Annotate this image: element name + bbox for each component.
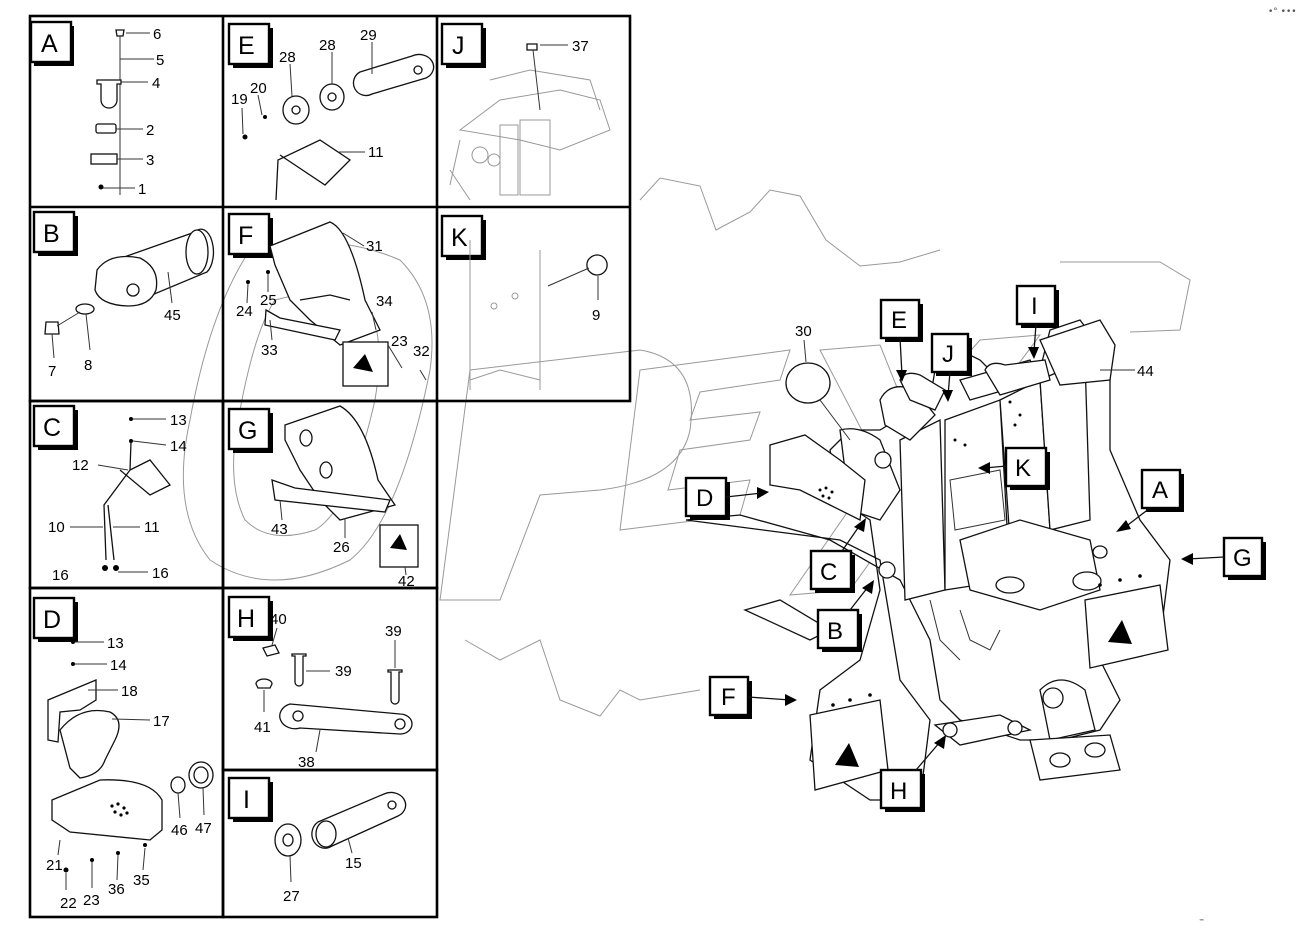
part-16a: 16 (52, 567, 69, 584)
panel-k-label: K (451, 224, 468, 252)
panel-f: F 31 24 25 34 33 23 32 (227, 212, 430, 387)
panel-h-label: H (237, 605, 255, 633)
part-34: 34 (376, 293, 393, 310)
part-45: 45 (164, 307, 181, 324)
panel-a-label: A (41, 30, 58, 58)
callout-a: A (1152, 477, 1168, 504)
callout-h: H (890, 778, 907, 805)
part-38: 38 (298, 754, 315, 771)
part-5: 5 (156, 52, 164, 69)
part-7: 7 (48, 363, 56, 380)
part-26: 26 (333, 539, 350, 556)
part-12: 12 (72, 457, 89, 474)
part-39b: 39 (335, 663, 352, 680)
part-39a: 39 (385, 623, 402, 640)
panel-g-label: G (238, 417, 257, 445)
panel-i-label: I (243, 786, 250, 814)
part-44: 44 (1137, 363, 1154, 380)
part-4: 4 (152, 75, 160, 92)
part-24: 24 (236, 303, 253, 320)
part-18: 18 (121, 683, 138, 700)
part-13: 13 (170, 412, 187, 429)
part-16b: 16 (152, 565, 169, 582)
panel-b: B 45 7 8 (32, 210, 215, 380)
part-9: 9 (592, 307, 600, 324)
panel-i: I 15 27 (227, 776, 407, 905)
part-27: 27 (283, 888, 300, 905)
panel-b-label: B (43, 220, 60, 248)
part-2: 2 (146, 122, 154, 139)
callout-j: J (942, 341, 954, 368)
part-10: 10 (48, 519, 65, 536)
panel-c: C 13 14 12 10 11 16 16 (32, 404, 187, 584)
part-14: 14 (110, 657, 127, 674)
panel-j: J 37 (440, 22, 611, 201)
part-20: 20 (250, 80, 267, 97)
panel-k: K 9 (440, 214, 608, 390)
part-6: 6 (153, 26, 161, 43)
panel-j-label: J (452, 32, 465, 60)
panel-g: G 43 26 42 (227, 405, 419, 590)
part-23: 23 (391, 333, 408, 350)
part-15: 15 (345, 855, 362, 872)
corner-mark: •° ••• (1268, 7, 1297, 17)
part-17: 17 (153, 713, 170, 730)
part-31: 31 (366, 238, 383, 255)
part-22: 22 (60, 895, 77, 912)
part-47: 47 (195, 820, 212, 837)
part-36: 36 (108, 881, 125, 898)
callout-b: B (827, 618, 843, 645)
panel-f-label: F (238, 222, 253, 250)
callout-g: G (1233, 545, 1252, 572)
callout-d: D (696, 485, 713, 512)
part-43: 43 (271, 521, 288, 538)
callout-e: E (891, 307, 907, 334)
callout-c: C (820, 559, 837, 586)
panel-h: H 40 39 39 41 38 (227, 595, 413, 771)
part-1: 1 (138, 181, 146, 198)
part-23: 23 (83, 892, 100, 909)
panel-d: D 13 14 18 17 46 47 21 22 (32, 596, 214, 912)
main-assembly: 30 44 (685, 319, 1171, 801)
part-3: 3 (146, 152, 154, 169)
part-28b: 28 (279, 49, 296, 66)
part-46: 46 (171, 822, 188, 839)
part-13: 13 (107, 635, 124, 652)
part-14: 14 (170, 438, 187, 455)
panel-e-label: E (238, 32, 255, 60)
callout-i: I (1031, 293, 1038, 320)
panel-c-label: C (43, 414, 61, 442)
main-callouts: E I J K D C B (684, 284, 1266, 812)
part-41: 41 (254, 719, 271, 736)
panel-frames (28, 14, 632, 919)
part-19: 19 (231, 91, 248, 108)
part-40: 40 (270, 611, 287, 628)
part-42: 42 (398, 573, 415, 590)
panel-e: E 29 28 28 20 19 11 (227, 22, 435, 201)
part-11: 11 (368, 144, 384, 161)
callout-f: F (721, 684, 736, 711)
part-33: 33 (261, 342, 278, 359)
part-37: 37 (572, 38, 589, 55)
part-28a: 28 (319, 37, 336, 54)
part-21: 21 (46, 857, 63, 874)
part-35: 35 (133, 872, 150, 889)
panel-a: A 6 5 4 2 3 1 (29, 20, 164, 198)
watermark-text: OPEX (1200, 919, 1203, 921)
panel-d-label: D (43, 606, 61, 634)
part-11: 11 (144, 519, 160, 536)
part-29: 29 (360, 27, 377, 44)
part-8: 8 (84, 357, 92, 374)
part-30: 30 (795, 323, 812, 340)
part-32: 32 (413, 343, 430, 360)
part-25: 25 (260, 292, 277, 309)
callout-k: K (1015, 455, 1031, 482)
